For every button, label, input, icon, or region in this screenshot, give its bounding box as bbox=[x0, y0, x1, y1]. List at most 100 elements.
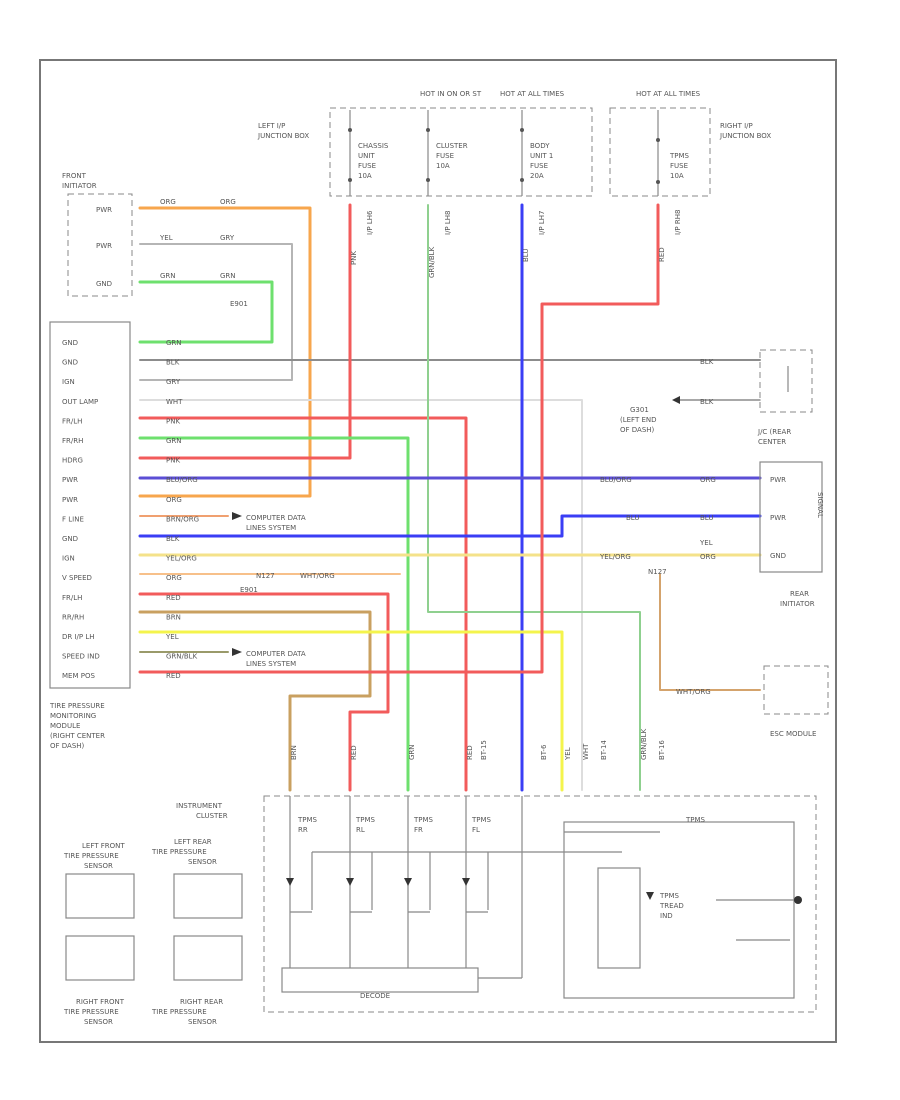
fuse-3-line-1: BODY bbox=[530, 142, 550, 150]
cluster-wire-label-5: BT-15 bbox=[480, 740, 488, 760]
fuse-3-line-2: UNIT 1 bbox=[530, 152, 553, 160]
wire-yellow-1 bbox=[138, 630, 564, 792]
module-wire-label-1: GRN bbox=[166, 339, 182, 347]
wire-orange-1 bbox=[138, 206, 312, 498]
fuse-4-line-1: TPMS bbox=[669, 152, 690, 160]
wire-gray-1 bbox=[139, 243, 293, 381]
fuse-1-line-2: UNIT bbox=[358, 152, 375, 160]
module-wire-label-4: WHT bbox=[166, 398, 183, 406]
cluster-wire-label-4: RED bbox=[466, 745, 474, 760]
tire-sensor-right-front: RIGHT FRONT TIRE PRESSURE SENSOR bbox=[63, 935, 135, 1026]
wire-whtorg-1 bbox=[659, 573, 761, 691]
module-pin-17: SPEED IND bbox=[62, 653, 100, 661]
tpms-fr-2: FR bbox=[414, 826, 423, 834]
rear-pin-3: GND bbox=[770, 552, 786, 560]
module-caption-3: MODULE bbox=[50, 722, 80, 730]
tire-sensor-right-rear: RIGHT REAR TIRE PRESSURE SENSOR bbox=[151, 935, 243, 1026]
module-pin-18: MEM POS bbox=[62, 672, 95, 680]
computer-data-1-line-1: COMPUTER DATA bbox=[246, 514, 306, 522]
tpms-rl-1: TPMS bbox=[355, 816, 376, 824]
module-pin-7: HDRG bbox=[62, 457, 83, 465]
module-pin-8: PWR bbox=[62, 476, 78, 484]
module-pin-5: FR/LH bbox=[62, 417, 82, 425]
computer-data-arrow-2 bbox=[232, 648, 242, 656]
module-pin-12: IGN bbox=[62, 555, 75, 563]
front-splice: E901 bbox=[230, 300, 248, 308]
module-wire-label-14: RED bbox=[166, 594, 181, 602]
computer-data-2-line-2: LINES SYSTEM bbox=[246, 660, 296, 668]
module-wire-label-12: YEL/ORG bbox=[165, 555, 197, 563]
fuse-1-line-1: CHASSIS bbox=[358, 142, 389, 150]
module-wire-label-13: ORG bbox=[166, 574, 182, 582]
front-wire-3-left: GRN bbox=[160, 272, 176, 280]
tpms-rl-2: RL bbox=[356, 826, 365, 834]
wire-red-1 bbox=[138, 592, 390, 792]
rear-pin-1: PWR bbox=[770, 476, 786, 484]
tread-label-2: TREAD bbox=[659, 902, 684, 910]
fuse-4-line-2: FUSE bbox=[670, 162, 688, 170]
hot-at-all-times-label-1: HOT AT ALL TIMES bbox=[500, 90, 565, 98]
front-pin-2: PWR bbox=[96, 242, 112, 250]
front-initiator: FRONT INITIATOR PWR PWR GND ORG ORG YEL … bbox=[62, 172, 248, 308]
decoder-label: DECODE bbox=[360, 992, 390, 1000]
wht-org-label-2: WHT/ORG bbox=[676, 688, 711, 696]
yel-label-2: YEL bbox=[699, 539, 713, 547]
rear-jb-title-2: CENTER bbox=[758, 438, 786, 446]
outer-frame bbox=[39, 59, 837, 1043]
module-pin-10: F LINE bbox=[62, 515, 84, 523]
cluster-title-2: CLUSTER bbox=[196, 812, 228, 820]
fuse-wire-3: BLU bbox=[522, 249, 530, 262]
module-pin-1: GND bbox=[62, 339, 78, 347]
fuse-3-line-4: 20A bbox=[530, 172, 544, 180]
rear-pin-2: PWR bbox=[770, 514, 786, 522]
tpms-fl-2: FL bbox=[472, 826, 480, 834]
module-caption-1: TIRE PRESSURE bbox=[49, 702, 105, 710]
computer-data-arrow-1 bbox=[232, 512, 242, 520]
wire-pink-1 bbox=[138, 203, 352, 460]
front-wire-2-right: GRY bbox=[220, 234, 235, 242]
wht-org-label: WHT/ORG bbox=[300, 572, 335, 580]
cluster-wire-label-6: BT-6 bbox=[540, 744, 548, 760]
instrument-cluster: INSTRUMENT CLUSTER TPMS RR TPMS RL TPMS … bbox=[176, 795, 817, 1013]
tire-lf-3: SENSOR bbox=[84, 862, 113, 870]
front-wire-3-right: GRN bbox=[220, 272, 236, 280]
computer-data-2-line-1: COMPUTER DATA bbox=[246, 650, 306, 658]
module-wire-label-9: ORG bbox=[166, 496, 182, 504]
front-pin-3: GND bbox=[96, 280, 112, 288]
module-wire-label-8: BLU/ORG bbox=[166, 476, 198, 484]
wire-green-1 bbox=[138, 280, 274, 344]
ground-arrow bbox=[672, 396, 680, 404]
module-pin-4: OUT LAMP bbox=[62, 398, 98, 406]
fuse-2-line-3: 10A bbox=[436, 162, 450, 170]
cluster-wire-label-11: BT-16 bbox=[658, 740, 666, 760]
decoder-box bbox=[281, 967, 479, 993]
tire-lr-1: LEFT REAR bbox=[174, 838, 212, 846]
front-initiator-title-2: INITIATOR bbox=[62, 182, 97, 190]
module-wire-label-7: PNK bbox=[166, 457, 180, 465]
module-pin-13: V SPEED bbox=[62, 574, 92, 582]
cluster-wire-label-9: BT-14 bbox=[600, 740, 608, 760]
computer-data-1-line-2: LINES SYSTEM bbox=[246, 524, 296, 532]
module-pin-2: GND bbox=[62, 359, 78, 367]
blu-label: BLU bbox=[626, 514, 639, 522]
tire-rf-2: TIRE PRESSURE bbox=[63, 1008, 119, 1016]
tread-label-1: TPMS bbox=[659, 892, 680, 900]
right-junction-box: HOT AT ALL TIMES RIGHT I/P JUNCTION BOX … bbox=[609, 90, 771, 197]
module-wire-label-10: BRN/ORG bbox=[166, 515, 199, 523]
fuse-2-line-2: FUSE bbox=[436, 152, 454, 160]
hot-in-on-label: HOT IN ON OR ST bbox=[420, 90, 482, 98]
right-jb-label-2: JUNCTION BOX bbox=[719, 132, 771, 140]
tpms-rr-1: TPMS bbox=[297, 816, 318, 824]
module-wire-label-3: GRY bbox=[166, 378, 181, 386]
cluster-wire-label-8: WHT bbox=[582, 743, 590, 760]
module-caption-2: MONITORING bbox=[50, 712, 96, 720]
module-wire-label-18: RED bbox=[166, 672, 181, 680]
module-wire-label-17: GRN/BLK bbox=[166, 653, 198, 661]
tire-rf-3: SENSOR bbox=[84, 1018, 113, 1026]
module-pin-15: RR/RH bbox=[62, 613, 84, 621]
module-pin-16: DR I/P LH bbox=[62, 633, 95, 641]
g301-label-3: OF DASH) bbox=[620, 426, 655, 434]
rear-initiator-2: INITIATOR bbox=[780, 600, 815, 608]
